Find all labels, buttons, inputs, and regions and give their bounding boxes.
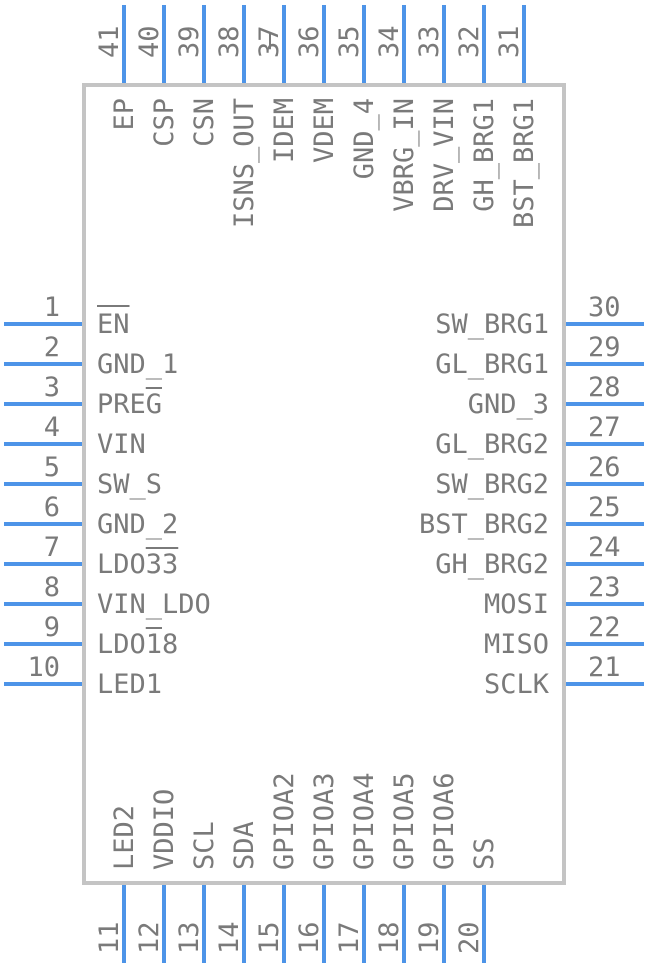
- pin-label-gpioa5: GPIOA5: [389, 772, 420, 870]
- pin-number-20: 20: [454, 921, 485, 954]
- pin-label-vbrg_in: VBRG_IN: [389, 98, 420, 212]
- overbars: [97, 33, 271, 629]
- pin-label-gnd_2: GND_2: [97, 509, 178, 540]
- pin-label-csp: CSP: [149, 98, 180, 147]
- pin-label-gnd_1: GND_1: [97, 349, 178, 380]
- pin-label-csn: CSN: [189, 98, 220, 147]
- pin-number-27: 27: [588, 412, 621, 443]
- pin-number-35: 35: [334, 25, 365, 58]
- pin-number-7: 7: [44, 532, 60, 563]
- pin-label-vddio: VDDIO: [149, 789, 180, 870]
- pin-number-19: 19: [414, 921, 445, 954]
- pin-label-ldo18: LDO18: [97, 629, 178, 660]
- pin-number-16: 16: [294, 921, 325, 954]
- pin-number-1: 1: [44, 292, 60, 323]
- pin-number-14: 14: [214, 921, 245, 954]
- pin-label-bst_brg1: BST_BRG1: [509, 98, 540, 228]
- pin-label-gnd_3: GND_3: [468, 389, 549, 420]
- pin-label-gh_brg2: GH_BRG2: [435, 549, 549, 580]
- pin-label-isns_out: ISNS_OUT: [229, 98, 260, 228]
- pin-label-en: EN: [97, 309, 130, 340]
- pin-number-41: 41: [94, 25, 125, 58]
- pin-number-4: 4: [44, 412, 60, 443]
- pin-label-drv_vin: DRV_VIN: [429, 98, 460, 212]
- pin-label-gpioa4: GPIOA4: [349, 772, 380, 870]
- pin-number-38: 38: [214, 25, 245, 58]
- pin-number-34: 34: [374, 25, 405, 58]
- pin-number-11: 11: [94, 921, 125, 954]
- pin-number-32: 32: [454, 25, 485, 58]
- pin-label-vdem: VDEM: [309, 98, 340, 163]
- pin-number-33: 33: [414, 25, 445, 58]
- pin-label-vin: VIN: [97, 429, 146, 460]
- pin-number-40: 40: [134, 25, 165, 58]
- pin-number-18: 18: [374, 921, 405, 954]
- pin-number-13: 13: [174, 921, 205, 954]
- pin-label-gpioa3: GPIOA3: [309, 772, 340, 870]
- pin-label-gnd_4: GND_4: [349, 98, 380, 179]
- pin-number-23: 23: [588, 572, 621, 603]
- ic-package-body: [82, 83, 566, 885]
- pin-label-gpioa2: GPIOA2: [269, 772, 300, 870]
- pin-label-sclk: SCLK: [484, 669, 550, 700]
- pin-label-gl_brg2: GL_BRG2: [435, 429, 549, 460]
- pin-label-led2: LED2: [109, 805, 140, 870]
- pin-number-6: 6: [44, 492, 60, 523]
- pin-number-36: 36: [294, 25, 325, 58]
- pin-number-15: 15: [254, 921, 285, 954]
- pin-number-2: 2: [44, 332, 60, 363]
- pin-number-24: 24: [588, 532, 621, 563]
- pin-label-sw_s: SW_S: [97, 469, 162, 500]
- pin-lines: [4, 5, 644, 963]
- pin-label-led1: LED1: [97, 669, 162, 700]
- pin-label-bst_brg2: BST_BRG2: [419, 509, 549, 540]
- pin-label-miso: MISO: [484, 629, 549, 660]
- pin-number-28: 28: [588, 372, 621, 403]
- pin-label-sw_brg1: SW_BRG1: [435, 309, 549, 340]
- pin-label-ss: SS: [469, 837, 500, 870]
- pin-number-9: 9: [44, 612, 60, 643]
- pin-label-ep: EP: [109, 98, 140, 131]
- pin-label-scl: SCL: [189, 821, 220, 870]
- pin-label-gh_brg1: GH_BRG1: [469, 98, 500, 212]
- pin-number-17: 17: [334, 921, 365, 954]
- pin-number-5: 5: [44, 452, 60, 483]
- pin-number-21: 21: [588, 652, 621, 683]
- pin-label-idem: IDEM: [269, 98, 300, 163]
- pin-number-30: 30: [588, 292, 621, 323]
- pin-label-gl_brg1: GL_BRG1: [435, 349, 549, 380]
- pin-number-26: 26: [588, 452, 621, 483]
- pin-number-8: 8: [44, 572, 60, 603]
- pin-number-10: 10: [27, 652, 60, 683]
- pin-label-mosi: MOSI: [484, 589, 549, 620]
- pin-number-25: 25: [588, 492, 621, 523]
- pin-label-ldo33: LDO33: [97, 549, 178, 580]
- pin-label-gpioa6: GPIOA6: [429, 772, 460, 870]
- pin-number-39: 39: [174, 25, 205, 58]
- pin-label-preg: PREG: [97, 389, 162, 420]
- pin-label-sw_brg2: SW_BRG2: [435, 469, 549, 500]
- pin-number-12: 12: [134, 921, 165, 954]
- pin-number-29: 29: [588, 332, 621, 363]
- pin-number-31: 31: [494, 25, 525, 58]
- pin-label-sda: SDA: [229, 821, 260, 870]
- pin-label-vin_ldo: VIN_LDO: [97, 589, 211, 620]
- pin-number-3: 3: [44, 372, 60, 403]
- pin-number-22: 22: [588, 612, 621, 643]
